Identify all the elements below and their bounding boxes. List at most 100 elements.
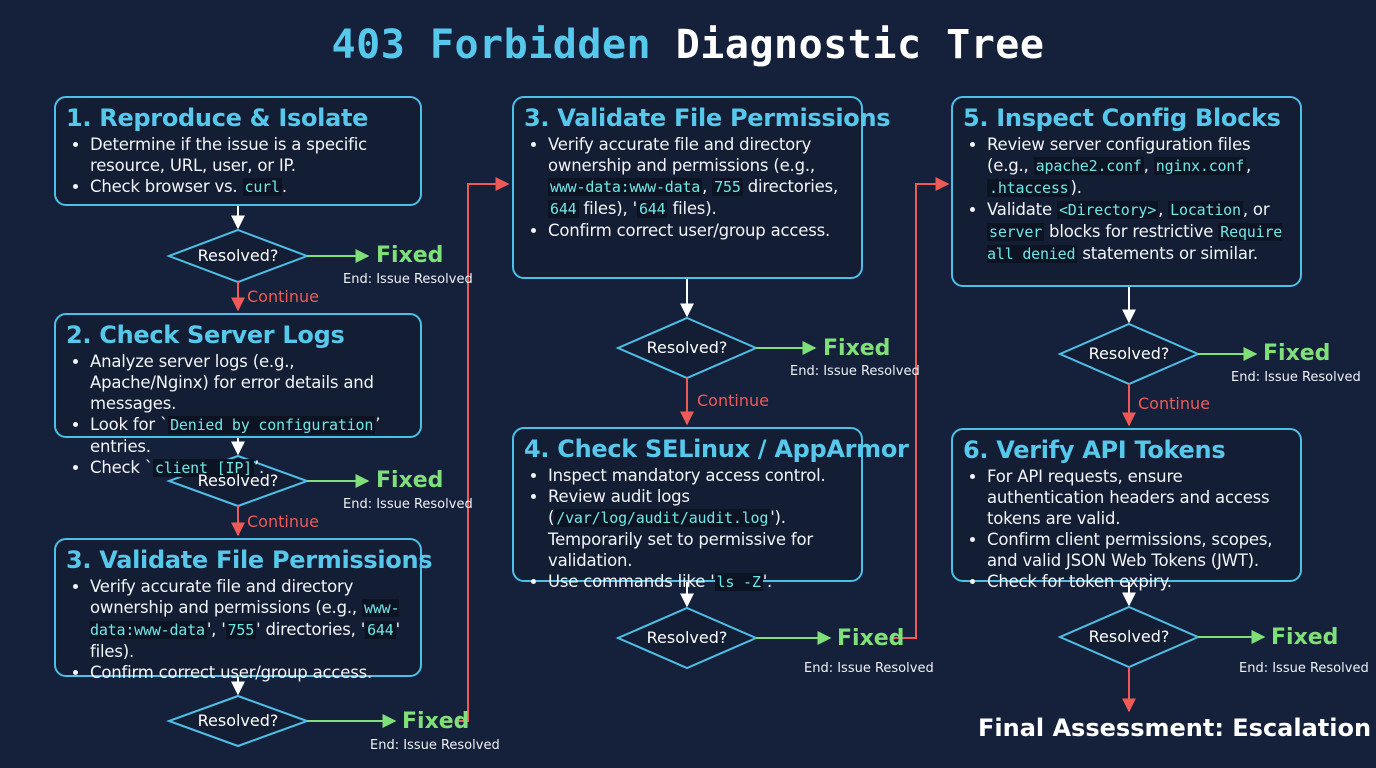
- bullet-item: Confirm client permissions, scopes, and …: [987, 529, 1288, 571]
- bullet-list: Determine if the issue is a specific res…: [66, 134, 408, 198]
- code-snippet: 755: [712, 178, 743, 196]
- bullet-text: ’ entries.: [90, 415, 381, 456]
- final-assessment-label: Final Assessment: Escalation: [978, 714, 1372, 742]
- end-label: End: Issue Resolved: [1239, 661, 1369, 676]
- fixed-label: Fixed: [823, 336, 891, 361]
- code-snippet: apache2.conf: [1033, 157, 1144, 175]
- continue-label: Continue: [247, 287, 319, 306]
- code-snippet: curl: [242, 178, 282, 196]
- code-snippet: client [IP]: [152, 459, 254, 477]
- bullet-text: ’.: [254, 458, 265, 477]
- bullet-item: Validate <Directory>, Location, or serve…: [987, 199, 1288, 265]
- bullet-text: ,: [1143, 156, 1154, 175]
- title-accent: 403 Forbidden: [331, 22, 652, 68]
- code-snippet: Location: [1168, 201, 1243, 219]
- bullet-item: For API requests, ensure authentication …: [987, 466, 1288, 529]
- bullet-text: Inspect mandatory access control.: [548, 466, 826, 485]
- step-inspect-config-blocks: 5. Inspect Config BlocksReview server co…: [951, 96, 1302, 287]
- bullet-text: ' files).: [90, 620, 400, 661]
- bullet-item: Review server configuration files (e.g.,…: [987, 134, 1288, 199]
- step-reproduce-isolate: 1. Reproduce & IsolateDetermine if the i…: [54, 96, 422, 206]
- page-title: 403 Forbidden Diagnostic Tree: [0, 22, 1376, 68]
- bullet-text: Confirm correct user/group access.: [548, 221, 831, 240]
- code-snippet: 755: [225, 621, 257, 639]
- bullet-list: Verify accurate file and directory owner…: [66, 576, 408, 683]
- bullet-text: .: [281, 177, 287, 196]
- arrow-continue-to-column-2: [458, 177, 510, 722]
- bullet-text: Check browser vs.: [90, 177, 243, 196]
- bullet-text: Determine if the issue is a specific res…: [90, 135, 367, 175]
- code-snippet: server: [987, 223, 1044, 241]
- step-validate-file-permissions: 3. Validate File PermissionsVerify accur…: [54, 538, 433, 682]
- bullet-item: Confirm correct user/group access.: [548, 220, 849, 241]
- bullet-item: Look for `Denied by configuration’ entri…: [90, 414, 408, 457]
- bullet-text: blocks for restrictive: [1044, 222, 1219, 241]
- decision-label: Resolved?: [1088, 627, 1170, 646]
- bullet-text: , or: [1242, 200, 1270, 219]
- bullet-text: Check for token expiry.: [987, 572, 1172, 591]
- box-title: 3. Validate File Permissions: [524, 104, 891, 132]
- code-snippet: Denied by configuration: [168, 416, 376, 434]
- step-validate-file-permissions-2: 3. Validate File PermissionsVerify accur…: [512, 96, 891, 279]
- continue-label: Continue: [697, 391, 769, 410]
- bullet-text: ,: [1246, 156, 1252, 175]
- code-snippet: .htaccess: [987, 179, 1071, 197]
- code-snippet: 644: [636, 200, 668, 218]
- bullet-text: '.: [762, 572, 773, 591]
- end-label: End: Issue Resolved: [343, 272, 473, 287]
- bullet-list: Analyze server logs (e.g., Apache/Nginx)…: [66, 351, 408, 479]
- continue-label: Continue: [1138, 394, 1210, 413]
- box-title: 2. Check Server Logs: [66, 321, 345, 349]
- box-title: 3. Validate File Permissions: [66, 546, 433, 574]
- bullet-text: ' directories, ': [256, 620, 366, 639]
- fixed-label: Fixed: [376, 243, 444, 268]
- bullet-list: Verify accurate file and directory owner…: [524, 134, 849, 241]
- bullet-list: Inspect mandatory access control. Review …: [524, 465, 849, 593]
- code-snippet: nginx.conf: [1153, 157, 1247, 175]
- fixed-label: Fixed: [1271, 625, 1339, 650]
- bullet-text: Verify accurate file and directory owner…: [90, 577, 363, 617]
- bullet-text: Review audit logs (: [548, 487, 690, 527]
- step-verify-api-tokens: 6. Verify API TokensFor API requests, en…: [951, 428, 1302, 591]
- continue-label: Continue: [247, 512, 319, 531]
- step-check-selinux-apparmor: 4. Check SELinux / AppArmorInspect manda…: [512, 427, 909, 591]
- fixed-label: Fixed: [1263, 341, 1331, 366]
- bullet-item: Verify accurate file and directory owner…: [548, 134, 849, 220]
- bullet-item: Check for token expiry.: [987, 571, 1288, 592]
- end-label: End: Issue Resolved: [790, 364, 920, 379]
- bullet-text: Confirm correct user/group access.: [90, 663, 373, 682]
- bullet-text: ', ': [206, 620, 226, 639]
- bullet-item: Inspect mandatory access control.: [548, 465, 849, 486]
- end-label: End: Issue Resolved: [804, 661, 934, 676]
- bullet-text: Validate: [987, 200, 1057, 219]
- bullet-text: ).: [1070, 178, 1082, 197]
- bullet-text: Look for `: [90, 415, 169, 434]
- bullet-item: Check browser vs. curl.: [90, 176, 408, 198]
- bullet-text: directories,: [742, 177, 838, 196]
- bullet-text: Use commands like ': [548, 572, 715, 591]
- end-label: End: Issue Resolved: [343, 497, 473, 512]
- code-snippet: 644: [365, 621, 396, 639]
- bullet-list: Review server configuration files (e.g.,…: [963, 134, 1288, 265]
- code-snippet: /var/log/audit/audit.log: [554, 509, 771, 527]
- decision-label: Resolved?: [197, 246, 279, 265]
- code-snippet: www-data:www-data: [548, 178, 703, 196]
- decision-diamond: [615, 606, 759, 670]
- box-title: 4. Check SELinux / AppArmor: [524, 435, 909, 463]
- end-label: End: Issue Resolved: [1231, 370, 1361, 385]
- arrow-continue-to-column-3: [892, 177, 950, 639]
- fixed-label: Fixed: [402, 709, 470, 734]
- decision-diamond: [166, 694, 310, 748]
- bullet-item: Use commands like 'ls -Z'.: [548, 571, 849, 593]
- bullet-list: For API requests, ensure authentication …: [963, 466, 1288, 592]
- fixed-label: Fixed: [376, 468, 444, 493]
- code-snippet: <Directory>: [1056, 201, 1159, 219]
- code-snippet: 644: [548, 200, 579, 218]
- bullet-text: Review server configuration files (e.g.,: [987, 135, 1251, 175]
- decision-label: Resolved?: [646, 628, 728, 647]
- bullet-text: Check `: [90, 458, 153, 477]
- decision-label: Resolved?: [646, 338, 728, 357]
- bullet-text: '). Temporarily set to permissive for va…: [548, 508, 813, 570]
- decision-label: Resolved?: [197, 471, 279, 490]
